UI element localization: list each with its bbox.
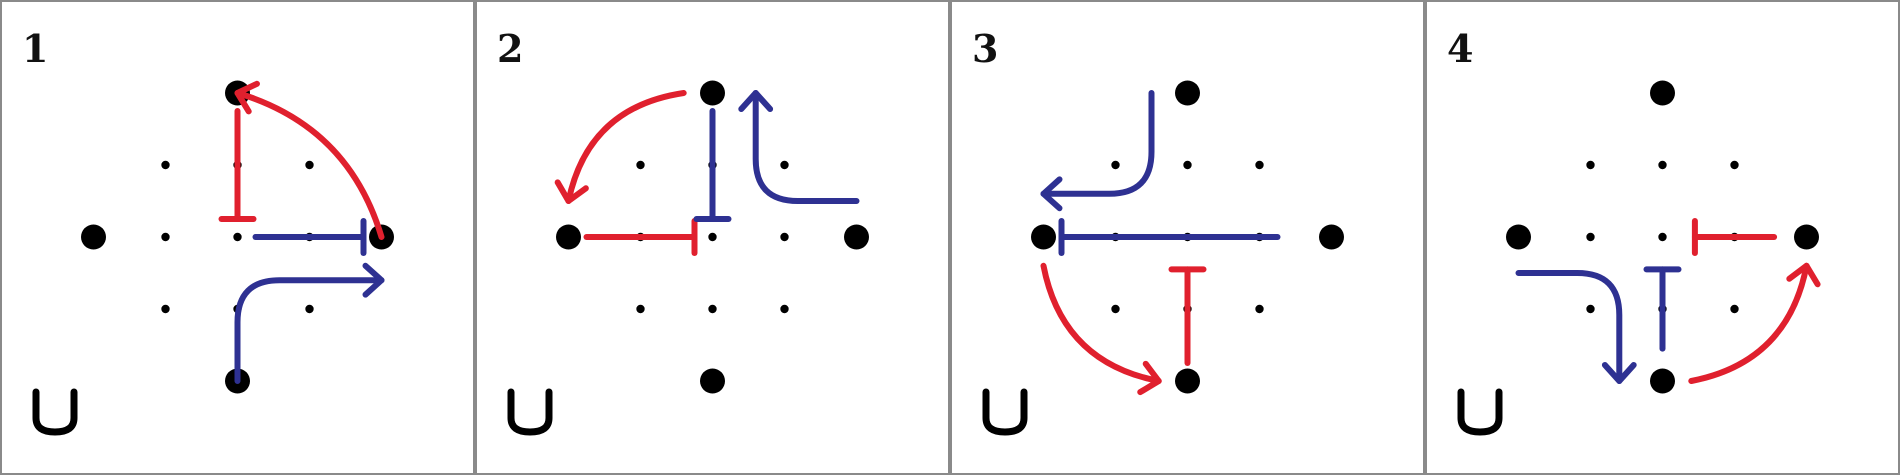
red-hammer-up <box>218 108 257 222</box>
axis-dot <box>556 224 581 250</box>
axis-dot <box>700 368 725 394</box>
grid-dot <box>1658 160 1667 170</box>
red-curved-arrow-to-bottom <box>1040 262 1162 396</box>
axis-dot <box>81 224 106 250</box>
red-hammer-right <box>583 218 698 256</box>
grid-dot <box>708 232 717 242</box>
grid-dot <box>305 160 314 170</box>
grid-dot <box>305 304 314 314</box>
axis-dot <box>844 224 869 250</box>
axis-dot <box>1319 224 1344 250</box>
red-hammer-up <box>1168 266 1207 366</box>
grid-dot <box>1658 232 1667 242</box>
grid-dot <box>1111 160 1120 170</box>
grid-dot <box>1255 304 1264 314</box>
grid-dot <box>636 160 645 170</box>
grid-dot <box>233 232 242 242</box>
grid-dot <box>161 232 170 242</box>
cup-symbol-icon <box>32 388 78 436</box>
blue-hammer-left <box>1058 218 1281 256</box>
blue-hammer-down <box>693 108 732 222</box>
grid-dot <box>1730 304 1739 314</box>
grid-dot <box>1255 160 1264 170</box>
grid-dot <box>161 160 170 170</box>
panel-2: 2 <box>475 0 950 475</box>
blue-hammer-right <box>252 218 367 256</box>
blue-hammer-up <box>1643 266 1682 352</box>
grid-dot <box>1183 160 1192 170</box>
panel-3: 3 <box>950 0 1425 475</box>
grid-dot <box>780 304 789 314</box>
cup-symbol-icon <box>982 388 1028 436</box>
red-hammer-left <box>1691 218 1778 256</box>
cup-symbol-icon <box>1457 388 1503 436</box>
panel-4: 4 <box>1425 0 1900 475</box>
panel-label: 3 <box>972 26 998 71</box>
grid-dot <box>1730 160 1739 170</box>
grid-dot <box>1111 304 1120 314</box>
axis-dot <box>1650 80 1675 106</box>
axis-dot <box>1031 224 1056 250</box>
panel-label: 1 <box>22 26 48 71</box>
axis-dot <box>1506 224 1531 250</box>
grid-dot <box>780 232 789 242</box>
axis-dot <box>700 80 725 106</box>
axis-dot <box>1175 368 1200 394</box>
grid-dot <box>780 160 789 170</box>
grid-dot <box>1586 160 1595 170</box>
axis-dot <box>1650 368 1675 394</box>
grid-dot <box>636 304 645 314</box>
blue-elbow-arrow-down <box>1515 270 1637 384</box>
blue-elbow-arrow-right <box>234 262 385 384</box>
red-curved-arrow-to-top <box>234 80 385 240</box>
grid-dot <box>1586 304 1595 314</box>
red-curved-arrow-to-left <box>554 90 687 204</box>
cup-symbol-icon <box>507 388 553 436</box>
panel-label: 4 <box>1447 26 1473 71</box>
blue-elbow-arrow-left <box>1040 90 1155 212</box>
blue-elbow-arrow-up <box>738 90 860 204</box>
axis-dot <box>1794 224 1819 250</box>
grid-dot <box>161 304 170 314</box>
panel-1: 1 <box>0 0 475 475</box>
red-curved-arrow-to-right <box>1688 262 1821 384</box>
panel-label: 2 <box>497 26 523 71</box>
axis-dot <box>1175 80 1200 106</box>
grid-dot <box>708 304 717 314</box>
grid-dot <box>1586 232 1595 242</box>
